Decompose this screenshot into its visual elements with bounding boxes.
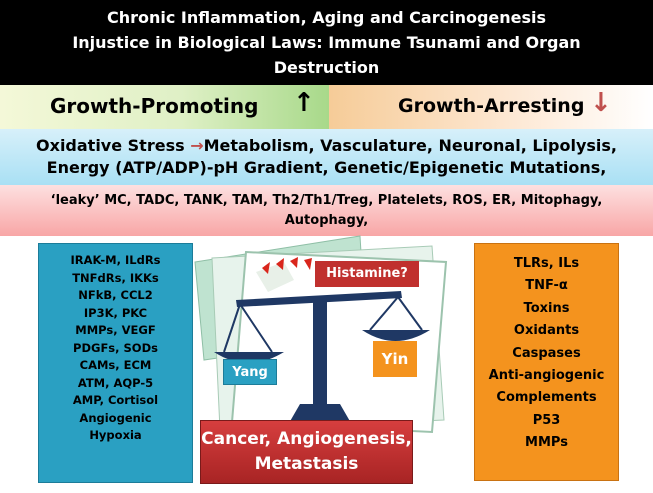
promoting-factor-item: Hypoxia [89, 428, 142, 442]
oxidative-stress-band: Oxidative Stress →Metabolism, Vasculatur… [0, 129, 653, 185]
arresting-factor-item: P53 [532, 412, 561, 428]
yin-label: Yin [373, 341, 417, 377]
scale-pillar [313, 296, 327, 404]
arresting-factor-item: TNF-α [525, 278, 568, 294]
histamine-label: Histamine? [315, 261, 419, 287]
arresting-factor-item: TLRs, ILs [513, 256, 580, 271]
up-arrow-icon: ↑ [293, 88, 315, 118]
arresting-factor-item: Oxidants [513, 323, 580, 339]
outcome-line-1: Cancer, Angiogenesis, [201, 429, 412, 449]
cell-factors-line-1: ‘leaky’ MC, TADC, TANK, TAM, Th2/Th1/Tre… [50, 193, 603, 208]
promoting-factor-item: IP3K, PKC [83, 305, 148, 320]
promoting-factor-item: CAMs, ECM [79, 358, 152, 372]
promoting-factor-item: Angiogenic [79, 410, 152, 425]
growth-arresting-label: Growth-Arresting [398, 95, 585, 117]
outcome-box: Cancer, Angiogenesis, Metastasis [200, 420, 413, 484]
pointer-mark-4 [304, 258, 312, 270]
arresting-factor-item: Complements [496, 390, 597, 406]
promoting-factor-item: NFkB, CCL2 [78, 288, 153, 302]
pointer-mark-3 [290, 257, 298, 268]
oxidative-line-2: Energy (ATP/ADP)-pH Gradient, Genetic/Ep… [46, 158, 607, 177]
title-banner: Chronic Inflammation, Aging and Carcinog… [0, 0, 653, 85]
pointer-mark-1 [262, 262, 270, 274]
right-arrow-icon: → [190, 136, 204, 155]
title-line-2: Injustice in Biological Laws: Immune Tsu… [72, 33, 581, 52]
cell-factors-line-2: Autophagy, [284, 213, 369, 228]
promoting-factor-item: IRAK-M, ILdRs [70, 253, 161, 267]
arresting-factor-item: Anti-angiogenic [488, 368, 605, 384]
down-arrow-icon: ↓ [590, 88, 612, 118]
title-line-1: Chronic Inflammation, Aging and Carcinog… [106, 8, 547, 27]
promoting-factor-item: AMP, Cortisol [72, 393, 159, 407]
promoting-factor-item: MMPs, VEGF [75, 323, 156, 337]
pointer-mark-2 [276, 258, 284, 270]
promoting-factor-item: ATM, AQP-5 [77, 375, 154, 390]
title-line-3: Destruction [273, 58, 380, 77]
arresting-factor-item: Caspases [512, 345, 581, 361]
outcome-line-2: Metastasis [254, 454, 359, 474]
arresting-factor-item: Toxins [523, 300, 570, 316]
promoting-factor-item: TNFdRs, IKKs [72, 270, 159, 285]
oxidative-stress-label: Oxidative Stress [36, 136, 185, 155]
arresting-factor-item: MMPs [525, 435, 568, 451]
cell-factors-band: ‘leaky’ MC, TADC, TANK, TAM, Th2/Th1/Tre… [0, 185, 653, 236]
growth-promoting-label: Growth-Promoting [50, 94, 259, 118]
right-scale-pan [362, 330, 430, 341]
growth-arresting-band: Growth-Arresting ↓ [329, 85, 653, 129]
yang-label: Yang [223, 359, 277, 385]
oxidative-line-1: Oxidative Stress →Metabolism, Vasculatur… [0, 135, 653, 157]
oxidative-line-1-text: Metabolism, Vasculature, Neuronal, Lipol… [203, 136, 617, 155]
promoting-factor-item: PDGFs, SODs [73, 340, 158, 355]
growth-promoting-band: Growth-Promoting ↑ [0, 85, 329, 129]
